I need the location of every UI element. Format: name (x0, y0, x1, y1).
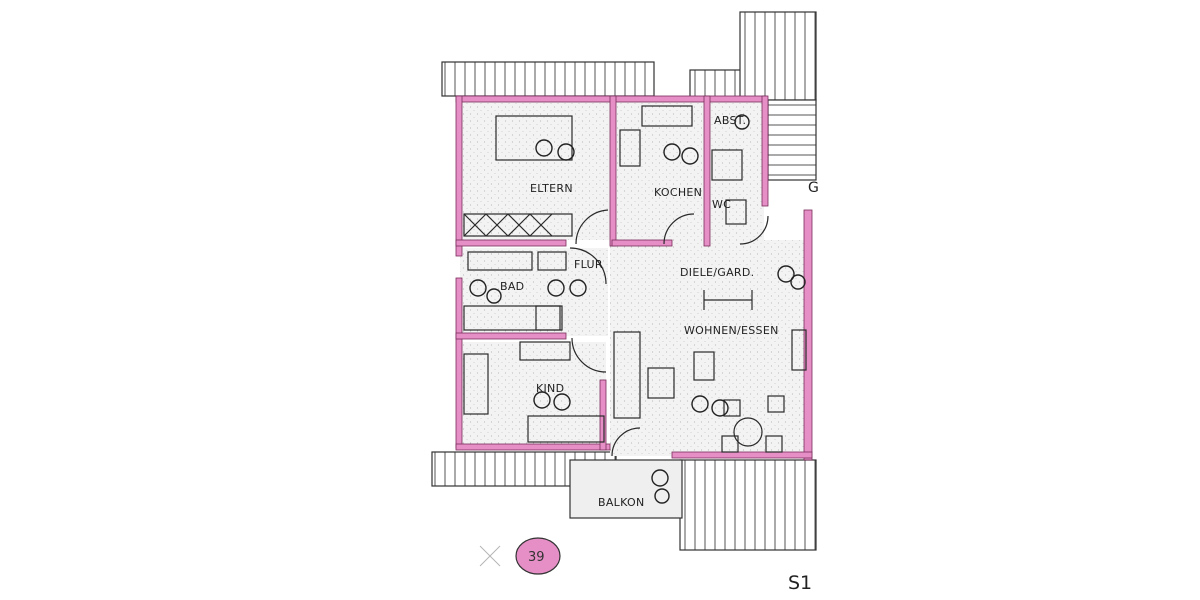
room-label-kind: KIND (536, 382, 564, 395)
edge-letter: G (808, 180, 819, 196)
room-label-wc: WC (712, 198, 731, 211)
room-label-kochen: KOCHEN (654, 186, 702, 199)
room-label-abst: ABST. (714, 114, 746, 127)
right-stair (739, 11, 817, 181)
walls (455, 95, 813, 461)
sheet-label: S1 (788, 572, 813, 594)
interior-lines (463, 105, 807, 457)
room-floors (460, 100, 806, 456)
room-label-bad: BAD (500, 280, 524, 293)
top-terrace-railing (441, 61, 763, 101)
room-label-balkon: BALKON (598, 496, 645, 509)
room-label-eltern: ELTERN (530, 182, 573, 195)
bottom-terrace-railing (431, 451, 817, 551)
stamp-badge: 39 (479, 537, 561, 575)
room-label-flur: FLUR (574, 258, 603, 271)
room-marks (469, 114, 806, 504)
stamp-number: 39 (528, 550, 545, 565)
room-label-diele: DIELE/GARD. (680, 266, 754, 279)
room-label-wohnen: WOHNEN/ESSEN (684, 324, 779, 337)
